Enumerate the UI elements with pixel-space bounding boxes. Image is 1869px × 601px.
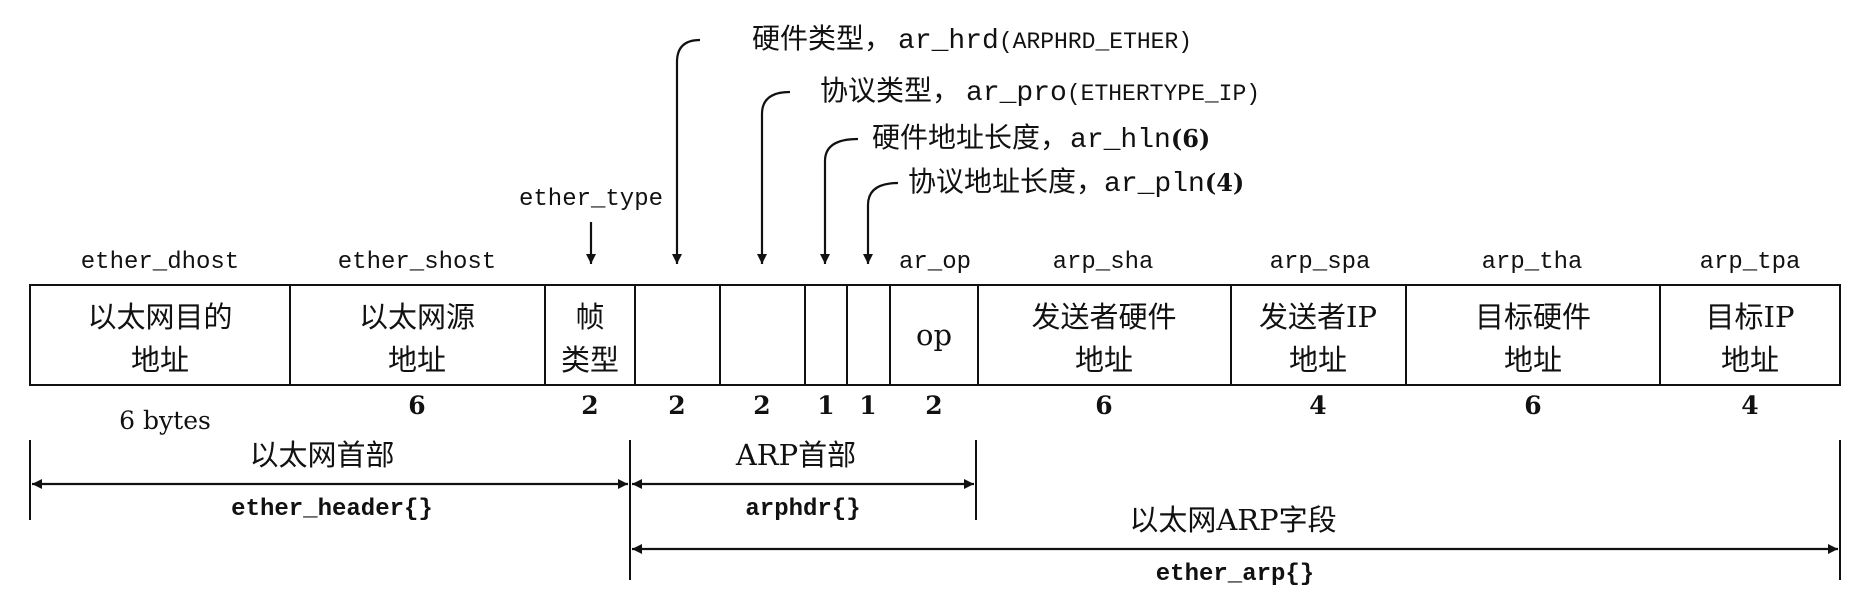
span-ether-header-title: 以太网首部 xyxy=(249,438,394,472)
size-ether-dhost: 6 bytes xyxy=(119,406,211,435)
ar-hrd-label: 硬件类型，ar_hrd(ARPHRD_ETHER) xyxy=(752,22,1192,57)
field-desc-frame-type-2: 类型 xyxy=(561,343,619,377)
size-ar-hrd: 2 xyxy=(668,391,685,420)
field-descriptions: 以太网目的 地址 以太网源 地址 帧 类型 op 发送者硬件 地址 发送者IP … xyxy=(87,300,1794,377)
size-ether-shost: 6 xyxy=(408,391,425,420)
ar-pln-label: 协议地址长度，ar_pln(4) xyxy=(908,165,1244,200)
span-arp-header: ARP首部 arphdr{} xyxy=(632,438,977,523)
field-box-ar-pro xyxy=(719,284,806,386)
annotation-ar-hrd: 硬件类型，ar_hrd(ARPHRD_ETHER) xyxy=(672,22,1192,264)
field-desc-ether-dhost-2: 地址 xyxy=(131,343,189,377)
span-arp-header-title: ARP首部 xyxy=(735,438,856,472)
field-desc-arp-sha-2: 地址 xyxy=(1075,343,1133,377)
span-ether-header-code: ether_header{} xyxy=(231,496,433,523)
field-desc-arp-tpa-2: 地址 xyxy=(1721,343,1779,377)
ar-hln-label: 硬件地址长度，ar_hln(6) xyxy=(872,121,1210,156)
packet-fields xyxy=(29,284,1841,386)
field-desc-frame-type-1: 帧 xyxy=(575,300,604,334)
ar-pln-arrow xyxy=(863,181,899,264)
size-arp-spa: 4 xyxy=(1309,391,1326,420)
field-name-ar-op: ar_op xyxy=(899,249,971,276)
span-arp-header-code: arphdr{} xyxy=(745,496,860,523)
field-sizes: 6 bytes 6 2 2 2 1 1 2 6 4 6 4 xyxy=(119,391,1759,435)
field-name-arp-tpa: arp_tpa xyxy=(1700,249,1801,276)
field-box-arp-tpa xyxy=(1659,284,1841,386)
field-name-arp-spa: arp_spa xyxy=(1270,249,1371,276)
size-arp-sha: 6 xyxy=(1095,391,1112,420)
field-desc-ether-shost-2: 地址 xyxy=(388,343,446,377)
ar-hrd-arrow xyxy=(672,38,701,264)
size-ar-hln: 1 xyxy=(817,391,834,420)
field-desc-arp-spa-2: 地址 xyxy=(1289,343,1347,377)
size-ar-op: 2 xyxy=(925,391,942,420)
span-ether-arp-title: 以太网ARP字段 xyxy=(1129,503,1336,537)
field-name-arp-sha: arp_sha xyxy=(1053,249,1154,276)
field-desc-arp-tha-1: 目标硬件 xyxy=(1475,300,1591,334)
size-ar-pro: 2 xyxy=(753,391,770,420)
field-box-ar-hrd xyxy=(634,284,721,386)
field-desc-ether-dhost-1: 以太网目的 xyxy=(87,300,232,334)
annotation-ar-hln: 硬件地址长度，ar_hln(6) xyxy=(820,121,1210,264)
field-desc-arp-sha-1: 发送者硬件 xyxy=(1031,300,1176,334)
field-desc-ar-op: op xyxy=(916,318,952,352)
ar-pro-arrow xyxy=(757,90,791,264)
annotation-ar-pro: 协议类型，ar_pro(ETHERTYPE_IP) xyxy=(757,74,1260,264)
span-ether-arp: 以太网ARP字段 ether_arp{} xyxy=(632,440,1841,588)
field-desc-arp-tpa-1: 目标IP xyxy=(1706,300,1795,334)
field-desc-ether-shost-1: 以太网源 xyxy=(359,300,475,334)
field-box-ar-hln xyxy=(804,284,848,386)
ether-type-label: ether_type xyxy=(519,186,663,213)
span-ether-header: 以太网首部 ether_header{} xyxy=(29,438,631,580)
ar-hln-arrow xyxy=(820,137,859,264)
field-name-ether-dhost: ether_dhost xyxy=(81,249,239,276)
size-ar-pln: 1 xyxy=(859,391,876,420)
field-name-ether-shost: ether_shost xyxy=(338,249,496,276)
field-name-arp-tha: arp_tha xyxy=(1482,249,1583,276)
field-name-labels: ether_dhost ether_shost ar_op arp_sha ar… xyxy=(81,249,1801,276)
field-desc-arp-spa-1: 发送者IP xyxy=(1259,300,1377,334)
size-arp-tpa: 4 xyxy=(1741,391,1758,420)
size-frame-type: 2 xyxy=(581,391,598,420)
field-desc-arp-tha-2: 地址 xyxy=(1504,343,1562,377)
annotation-ar-pln: 协议地址长度，ar_pln(4) xyxy=(863,165,1244,264)
span-ether-arp-code: ether_arp{} xyxy=(1156,561,1314,588)
ar-pro-label: 协议类型，ar_pro(ETHERTYPE_IP) xyxy=(820,74,1260,109)
field-box-ar-pln xyxy=(846,284,891,386)
size-arp-tha: 6 xyxy=(1524,391,1541,420)
